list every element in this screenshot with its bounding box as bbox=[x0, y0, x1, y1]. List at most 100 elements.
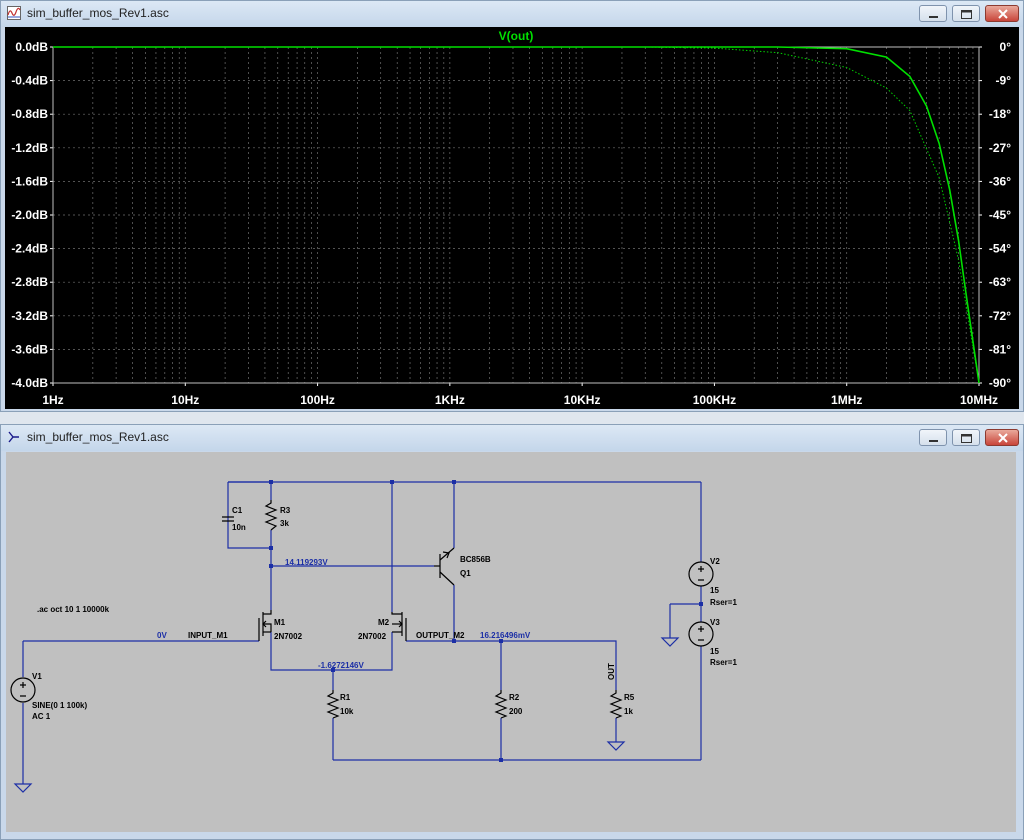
phase-tick-label: -63° bbox=[989, 275, 1011, 289]
schematic-titlebar[interactable]: sim_buffer_mos_Rev1.asc bbox=[1, 425, 1023, 451]
frequency-tick-label: 10KHz bbox=[564, 393, 601, 407]
voltage-source-v2 bbox=[688, 561, 714, 587]
wires bbox=[22, 481, 702, 784]
net-label-out[interactable]: OUT bbox=[607, 663, 616, 680]
frequency-tick-label: 1MHz bbox=[831, 393, 862, 407]
trace-label[interactable]: V(out) bbox=[499, 29, 534, 43]
r2-value: 200 bbox=[509, 707, 523, 716]
c1-value: 10n bbox=[232, 523, 246, 532]
plot-titlebar[interactable]: sim_buffer_mos_Rev1.asc bbox=[1, 1, 1023, 27]
q1-model: BC856B bbox=[460, 555, 491, 564]
voltage-node-input: 0V bbox=[157, 631, 167, 640]
plot-frame bbox=[52, 46, 980, 384]
phase-tick-label: -72° bbox=[989, 309, 1011, 323]
restore-icon bbox=[961, 434, 972, 443]
voltage-node-output: 16.216496mV bbox=[480, 631, 531, 640]
frequency-tick-label: 1Hz bbox=[42, 393, 63, 407]
magnitude-tick-label: -4.0dB bbox=[11, 376, 48, 390]
schematic-canvas[interactable]: C1 10n R3 3k BC856B Q1 V2 15 Rser=1 V3 1… bbox=[6, 452, 1016, 832]
r1-value: 10k bbox=[340, 707, 354, 716]
phase-trace bbox=[53, 46, 980, 384]
frequency-tick-label: 1KHz bbox=[435, 393, 465, 407]
magnitude-tick-label: -2.8dB bbox=[11, 275, 48, 289]
plot-grid bbox=[52, 47, 979, 383]
schematic-app-icon bbox=[8, 431, 19, 443]
phase-tick-label: -27° bbox=[989, 141, 1011, 155]
frequency-tick-label: 10MHz bbox=[960, 393, 998, 407]
mosfet-m2-symbol[interactable] bbox=[391, 612, 407, 641]
r3-value: 3k bbox=[280, 519, 289, 528]
phase-tick-label: -81° bbox=[989, 342, 1011, 356]
r3-name: R3 bbox=[280, 506, 291, 515]
c1-name: C1 bbox=[232, 506, 243, 515]
voltage-source-v1 bbox=[10, 677, 36, 703]
resistor-r2 bbox=[494, 690, 508, 719]
minimize-button[interactable] bbox=[919, 5, 947, 22]
ground-symbols bbox=[13, 637, 680, 793]
close-icon bbox=[998, 9, 1008, 19]
voltage-source-symbols[interactable] bbox=[10, 561, 714, 703]
mosfet-m1-symbol[interactable] bbox=[258, 610, 272, 641]
spice-directive[interactable]: .ac oct 10 1 10000k bbox=[37, 605, 110, 614]
phase-tick-label: -9° bbox=[996, 74, 1012, 88]
v2-name: V2 bbox=[710, 557, 720, 566]
waveform-plot[interactable]: 0.0dB -0.4dB -0.8dB -1.2dB -1.6dB -2.0dB -2.4d… bbox=[5, 27, 1019, 409]
phase-tick-label: 0° bbox=[1000, 40, 1012, 54]
minimize-icon bbox=[929, 440, 938, 442]
r5-value: 1k bbox=[624, 707, 633, 716]
r5-name: R5 bbox=[624, 693, 635, 702]
v3-value: 15 bbox=[710, 647, 719, 656]
v2-value: 15 bbox=[710, 586, 719, 595]
m2-name: M2 bbox=[378, 618, 390, 627]
close-icon bbox=[998, 433, 1008, 443]
voltage-source-v3 bbox=[688, 621, 714, 647]
phase-tick-label: -36° bbox=[989, 174, 1011, 188]
m1-model: 2N7002 bbox=[274, 632, 303, 641]
transistor-q1-symbol[interactable] bbox=[434, 547, 455, 586]
phase-axis-labels: 0°-9°-18°-27°-36°-45°-54°-63°-72°-81°-90… bbox=[979, 40, 1011, 390]
frequency-tick-label: 100Hz bbox=[300, 393, 335, 407]
minimize-icon bbox=[929, 16, 938, 18]
v3-name: V3 bbox=[710, 618, 720, 627]
v1-name: V1 bbox=[32, 672, 42, 681]
phase-tick-label: -54° bbox=[989, 242, 1011, 256]
phase-tick-label: -18° bbox=[989, 107, 1011, 121]
v1-value: SINE(0 1 100k) bbox=[32, 701, 87, 710]
waveform-app-icon bbox=[7, 6, 21, 20]
magnitude-tick-label: -0.8dB bbox=[11, 107, 48, 121]
magnitude-axis-labels: 0.0dB -0.4dB -0.8dB -1.2dB -1.6dB -2.0dB -2.4d… bbox=[11, 40, 53, 390]
close-button[interactable] bbox=[985, 5, 1019, 22]
magnitude-tick-label: -1.6dB bbox=[11, 174, 48, 188]
plot-window: sim_buffer_mos_Rev1.asc 0.0dB -0.4dB -0.8d… bbox=[0, 0, 1024, 412]
magnitude-tick-label: -3.6dB bbox=[11, 342, 48, 356]
magnitude-tick-label: -1.2dB bbox=[11, 141, 48, 155]
net-label-input[interactable]: INPUT_M1 bbox=[188, 631, 228, 640]
schematic-svg: C1 10n R3 3k BC856B Q1 V2 15 Rser=1 V3 1… bbox=[10, 480, 737, 793]
frequency-tick-label: 100KHz bbox=[693, 393, 736, 407]
resistor-r3 bbox=[264, 500, 278, 531]
magnitude-tick-label: -2.0dB bbox=[11, 208, 48, 222]
plot-window-title: sim_buffer_mos_Rev1.asc bbox=[27, 6, 169, 20]
magnitude-tick-label: 0.0dB bbox=[15, 40, 48, 54]
minimize-button[interactable] bbox=[919, 429, 947, 446]
m1-name: M1 bbox=[274, 618, 286, 627]
capacitor-c1-symbol[interactable] bbox=[222, 516, 234, 522]
schematic-window-title: sim_buffer_mos_Rev1.asc bbox=[27, 430, 169, 444]
restore-icon bbox=[961, 10, 972, 19]
magnitude-tick-label: -0.4dB bbox=[11, 74, 48, 88]
resistor-symbols[interactable] bbox=[264, 500, 623, 719]
net-label-output[interactable]: OUTPUT_M2 bbox=[416, 631, 465, 640]
q1-name: Q1 bbox=[460, 569, 471, 578]
magnitude-tick-label: -2.4dB bbox=[11, 242, 48, 256]
frequency-axis-labels: 1Hz 10Hz 100Hz 1KHz 10KHz 100KHz 1MHz 10MHz bbox=[42, 383, 998, 407]
m2-model: 2N7002 bbox=[358, 632, 387, 641]
magnitude-trace bbox=[53, 46, 980, 384]
frequency-tick-label: 10Hz bbox=[171, 393, 199, 407]
resistor-r1 bbox=[326, 690, 340, 719]
r2-name: R2 bbox=[509, 693, 520, 702]
r1-name: R1 bbox=[340, 693, 351, 702]
restore-button[interactable] bbox=[952, 5, 980, 22]
magnitude-tick-label: -3.2dB bbox=[11, 309, 48, 323]
restore-button[interactable] bbox=[952, 429, 980, 446]
close-button[interactable] bbox=[985, 429, 1019, 446]
